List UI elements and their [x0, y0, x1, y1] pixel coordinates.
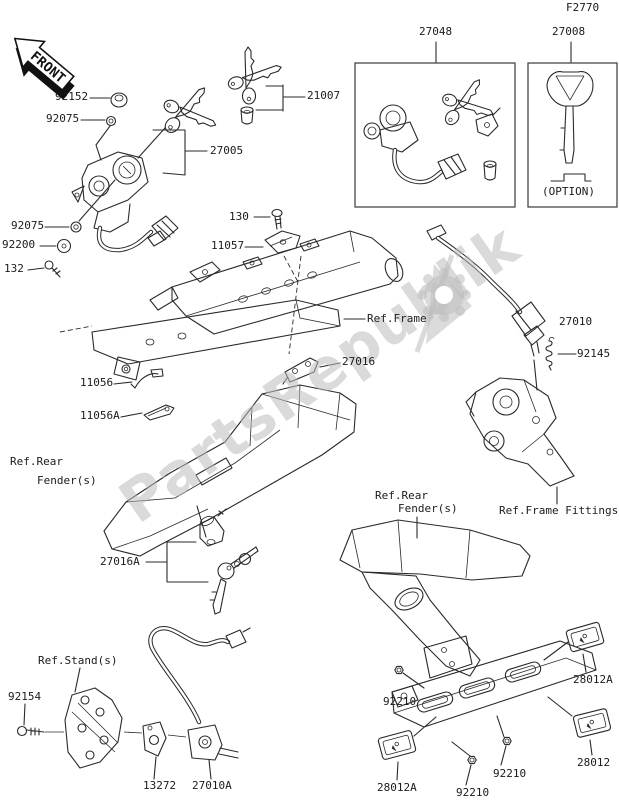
part-label-132: 132 — [4, 262, 24, 275]
license-plate-bracket — [391, 635, 597, 728]
part-label-27016a: 27016A — [100, 555, 140, 568]
rear-fender-left — [103, 384, 357, 557]
option-label: (OPTION) — [542, 185, 595, 198]
ref-label-rear-fender-left-1: Ref.Rear — [10, 455, 63, 468]
washer-92075-lower — [44, 179, 116, 233]
grommet-92152 — [89, 92, 128, 108]
washer-92200 — [39, 238, 72, 254]
screw-92154 — [16, 703, 64, 737]
part-label-92210-left: 92210 — [383, 695, 417, 708]
kit-box-27048 — [354, 41, 516, 208]
nut-92210-left — [394, 665, 425, 689]
part-label-27016: 27016 — [342, 355, 376, 368]
part-label-27008: 27008 — [552, 25, 586, 38]
part-label-28012a-top: 28012A — [573, 673, 613, 686]
figure-code: F2770 — [566, 1, 600, 14]
reflector-28012a-top — [543, 621, 605, 673]
reflector-28012a-bottom — [377, 716, 437, 781]
nut-92210-mid — [496, 715, 512, 766]
frame-fittings-mechanism — [465, 377, 575, 505]
latch-27016 — [282, 255, 341, 385]
part-label-11056: 11056 — [80, 376, 114, 389]
bracket-11057 — [244, 230, 301, 283]
part-label-11056a: 11056A — [80, 409, 120, 422]
part-label-27010: 27010 — [559, 315, 593, 328]
part-label-13272: 13272 — [143, 779, 177, 792]
part-label-92200: 92200 — [2, 238, 36, 251]
watermark-gear-icon — [414, 254, 472, 353]
part-label-92210-mid: 92210 — [493, 767, 527, 780]
sensor-27010 — [426, 224, 546, 391]
part-label-92154: 92154 — [8, 690, 42, 703]
bracket-11056a — [120, 404, 175, 421]
ref-label-rear-fender-right-2: Fender(s) — [398, 502, 458, 515]
switch-27010a — [148, 626, 251, 780]
part-label-92152: 92152 — [55, 90, 89, 103]
ignition-switch-27005 — [71, 81, 220, 253]
part-label-11057: 11057 — [211, 239, 245, 252]
clip-11056 — [113, 368, 164, 389]
part-label-27005: 27005 — [210, 144, 244, 157]
part-label-92075-lower: 92075 — [11, 219, 45, 232]
part-label-28012: 28012 — [577, 756, 611, 769]
washer-92075-upper — [80, 115, 117, 161]
ref-label-rear-fender-right-1: Ref.Rear — [375, 489, 428, 502]
part-label-27048: 27048 — [419, 25, 453, 38]
part-label-28012a-bottom: 28012A — [377, 781, 417, 794]
part-label-21007: 21007 — [307, 89, 341, 102]
lock-cylinder-27016a — [199, 508, 227, 547]
part-label-92210-bottom: 92210 — [456, 786, 490, 799]
bracket-13272 — [123, 721, 187, 780]
ref-label-frame-fittings: Ref.Frame Fittings — [499, 504, 619, 517]
key-set-21007 — [214, 38, 306, 125]
kit-box-27008 — [527, 41, 618, 208]
ref-label-rear-fender-left-2: Fender(s) — [37, 474, 97, 487]
part-label-27010a: 27010A — [192, 779, 232, 792]
ref-label-frame: Ref.Frame — [367, 312, 427, 325]
rear-fender-right — [339, 516, 531, 677]
nut-92210-bottom — [451, 741, 477, 786]
watermark-text: PartsRepublik — [107, 211, 532, 537]
part-label-92075-upper: 92075 — [46, 112, 80, 125]
part-label-130: 130 — [229, 210, 249, 223]
reflector-28012 — [547, 696, 612, 756]
ref-label-stand: Ref.Stand(s) — [38, 654, 118, 667]
screw-132 — [27, 260, 61, 278]
screw-130 — [253, 208, 283, 230]
key-27016a — [145, 541, 259, 615]
stand-bracket-ref — [64, 667, 123, 769]
part-label-92145: 92145 — [577, 347, 611, 360]
spring-92145 — [545, 336, 577, 371]
watermark: PartsRepublik — [107, 211, 532, 537]
